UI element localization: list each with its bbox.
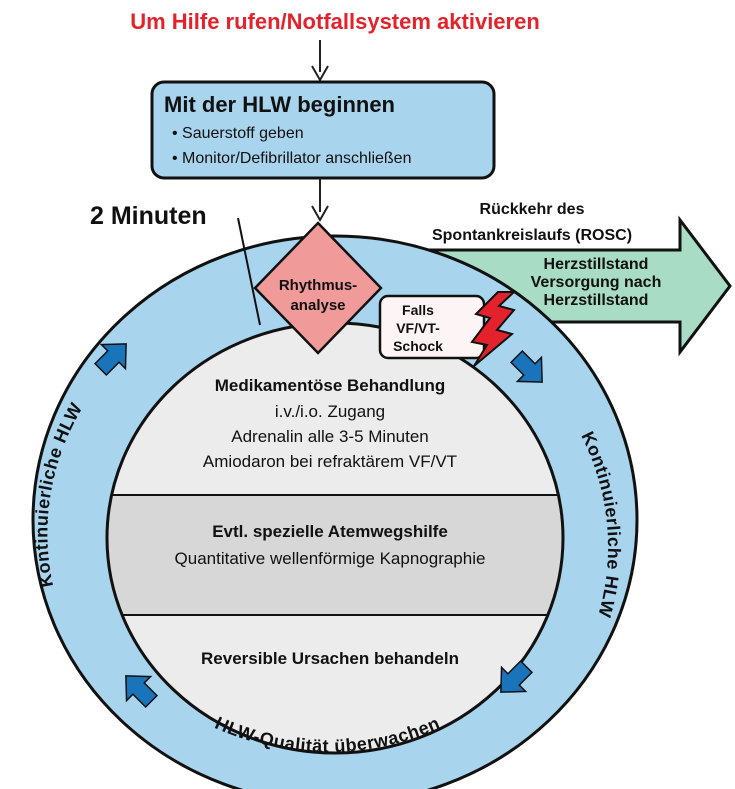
section-airway-line: Quantitative wellenförmige Kapnographie	[175, 549, 486, 568]
rosc-heading: Spontankreislaufs (ROSC)	[432, 227, 632, 244]
shock-line: Schock	[393, 338, 443, 354]
cycle-arrow-icon	[500, 659, 534, 693]
shock-line: VF/VT-	[396, 320, 440, 336]
start-cpr-title: Mit der HLW beginnen	[164, 92, 395, 117]
section-airway-bg	[107, 495, 563, 615]
start-cpr-item-oxygen: • Sauerstoff geben	[172, 125, 304, 142]
lightning-bolt-icon	[470, 291, 517, 367]
cycle-arrow-icon	[125, 675, 159, 709]
rosc-arrow-line: Herzstillstand	[544, 256, 649, 273]
section-causes-title: Reversible Ursachen behandeln	[201, 649, 459, 668]
section-medication-title: Medikamentöse Behandlung	[215, 376, 445, 395]
cycle-arrow-icon	[93, 343, 127, 377]
section-medication-line: Adrenalin alle 3-5 Minuten	[231, 427, 429, 446]
start-cpr-box: Mit der HLW beginnen • Sauerstoff geben …	[150, 80, 496, 180]
section-airway: Evtl. spezielle Atemwegshilfe Quantitati…	[175, 522, 486, 568]
rhythm-line: Rhythmus-	[279, 277, 357, 294]
shock-box: Falls VF/VT- Schock	[378, 294, 486, 360]
call-for-help-heading: Um Hilfe rufen/Notfallsystem aktivieren	[130, 9, 540, 34]
cycle-arrow-icon	[509, 349, 543, 383]
arrow-down-to-rhythm	[311, 178, 329, 223]
section-medication-line: Amiodaron bei refraktärem VF/VT	[203, 452, 457, 471]
section-medication-line: i.v./i.o. Zugang	[275, 402, 385, 421]
rosc-heading: Rückkehr des	[480, 201, 585, 218]
two-minutes-label: 2 Minuten	[90, 202, 207, 230]
start-cpr-item-monitor: • Monitor/Defibrillator anschließen	[172, 150, 411, 167]
section-causes: Reversible Ursachen behandeln	[201, 649, 459, 668]
arrow-down-to-box	[311, 40, 329, 83]
two-minutes-pointer	[237, 217, 261, 326]
shock-line: Falls	[402, 302, 434, 318]
rhythm-analysis-diamond: Rhythmus- analyse	[253, 221, 383, 355]
section-medication: Medikamentöse Behandlung i.v./i.o. Zugan…	[203, 376, 457, 471]
rosc-arrow-line: Herzstillstand	[544, 292, 649, 309]
rosc-arrow-line: Versorgung nach	[531, 274, 662, 291]
rhythm-line: analyse	[290, 297, 345, 314]
section-airway-title: Evtl. spezielle Atemwegshilfe	[212, 522, 448, 541]
